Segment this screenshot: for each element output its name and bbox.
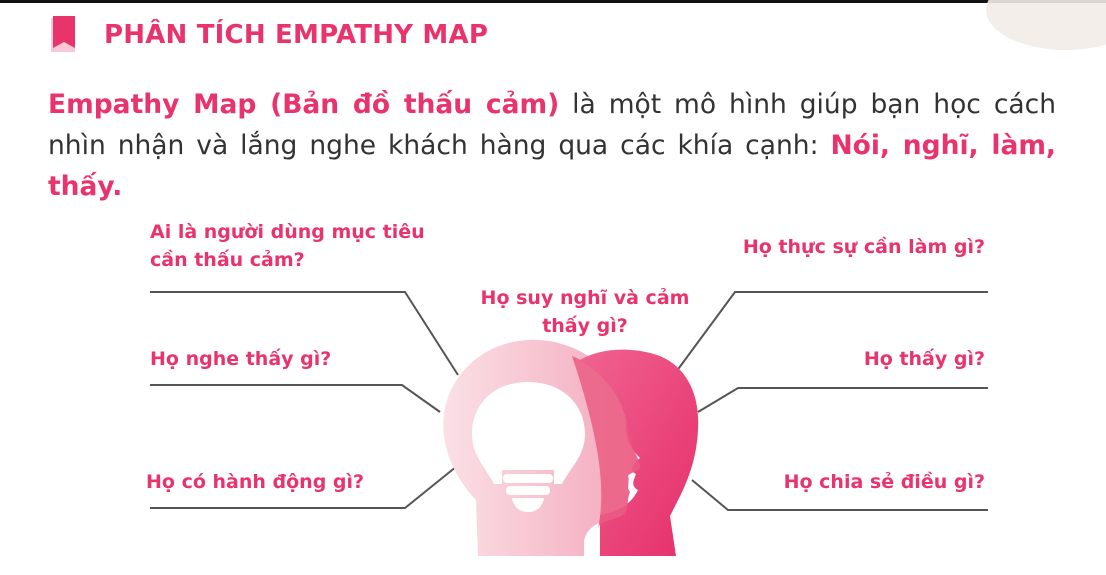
- label-do: Họ có hành động gì?: [146, 471, 365, 493]
- label-target-user: Ai là người dùng mục tiêu cần thấu cảm?: [150, 221, 425, 271]
- label-say: Họ chia sẻ điều gì?: [783, 471, 985, 493]
- intro-paragraph: Empathy Map (Bản đồ thấu cảm) là một mô …: [48, 84, 1056, 207]
- intro-body: là một mô hình giúp bạn học cách nhìn nh…: [48, 89, 1056, 161]
- line-say: [691, 479, 988, 511]
- section-title: PHÂN TÍCH EMPATHY MAP: [104, 20, 489, 50]
- line-see: [697, 387, 988, 413]
- line-need: [675, 291, 988, 373]
- label-hear: Họ nghe thấy gì?: [150, 348, 332, 370]
- front-head: [580, 349, 699, 556]
- lightbulb-icon: [472, 382, 585, 512]
- connector-lines: [150, 291, 988, 511]
- line-do: [150, 461, 463, 509]
- label-need-to-do: Họ thực sự cần làm gì?: [742, 236, 985, 258]
- label-see: Họ thấy gì?: [863, 348, 985, 370]
- back-head-face-overlay: [572, 356, 640, 528]
- top-border: [0, 0, 1106, 3]
- label-think-feel: Họ suy nghĩ và cảm thấy gì?: [480, 287, 690, 337]
- bookmark-icon: [51, 16, 75, 52]
- intro-highlight-aspects: Nói, nghĩ, làm, thấy.: [48, 130, 1057, 202]
- intro-highlight-term: Empathy Map (Bản đồ thấu cảm): [48, 89, 560, 120]
- line-hear: [150, 384, 441, 413]
- line-target-user: [150, 291, 459, 376]
